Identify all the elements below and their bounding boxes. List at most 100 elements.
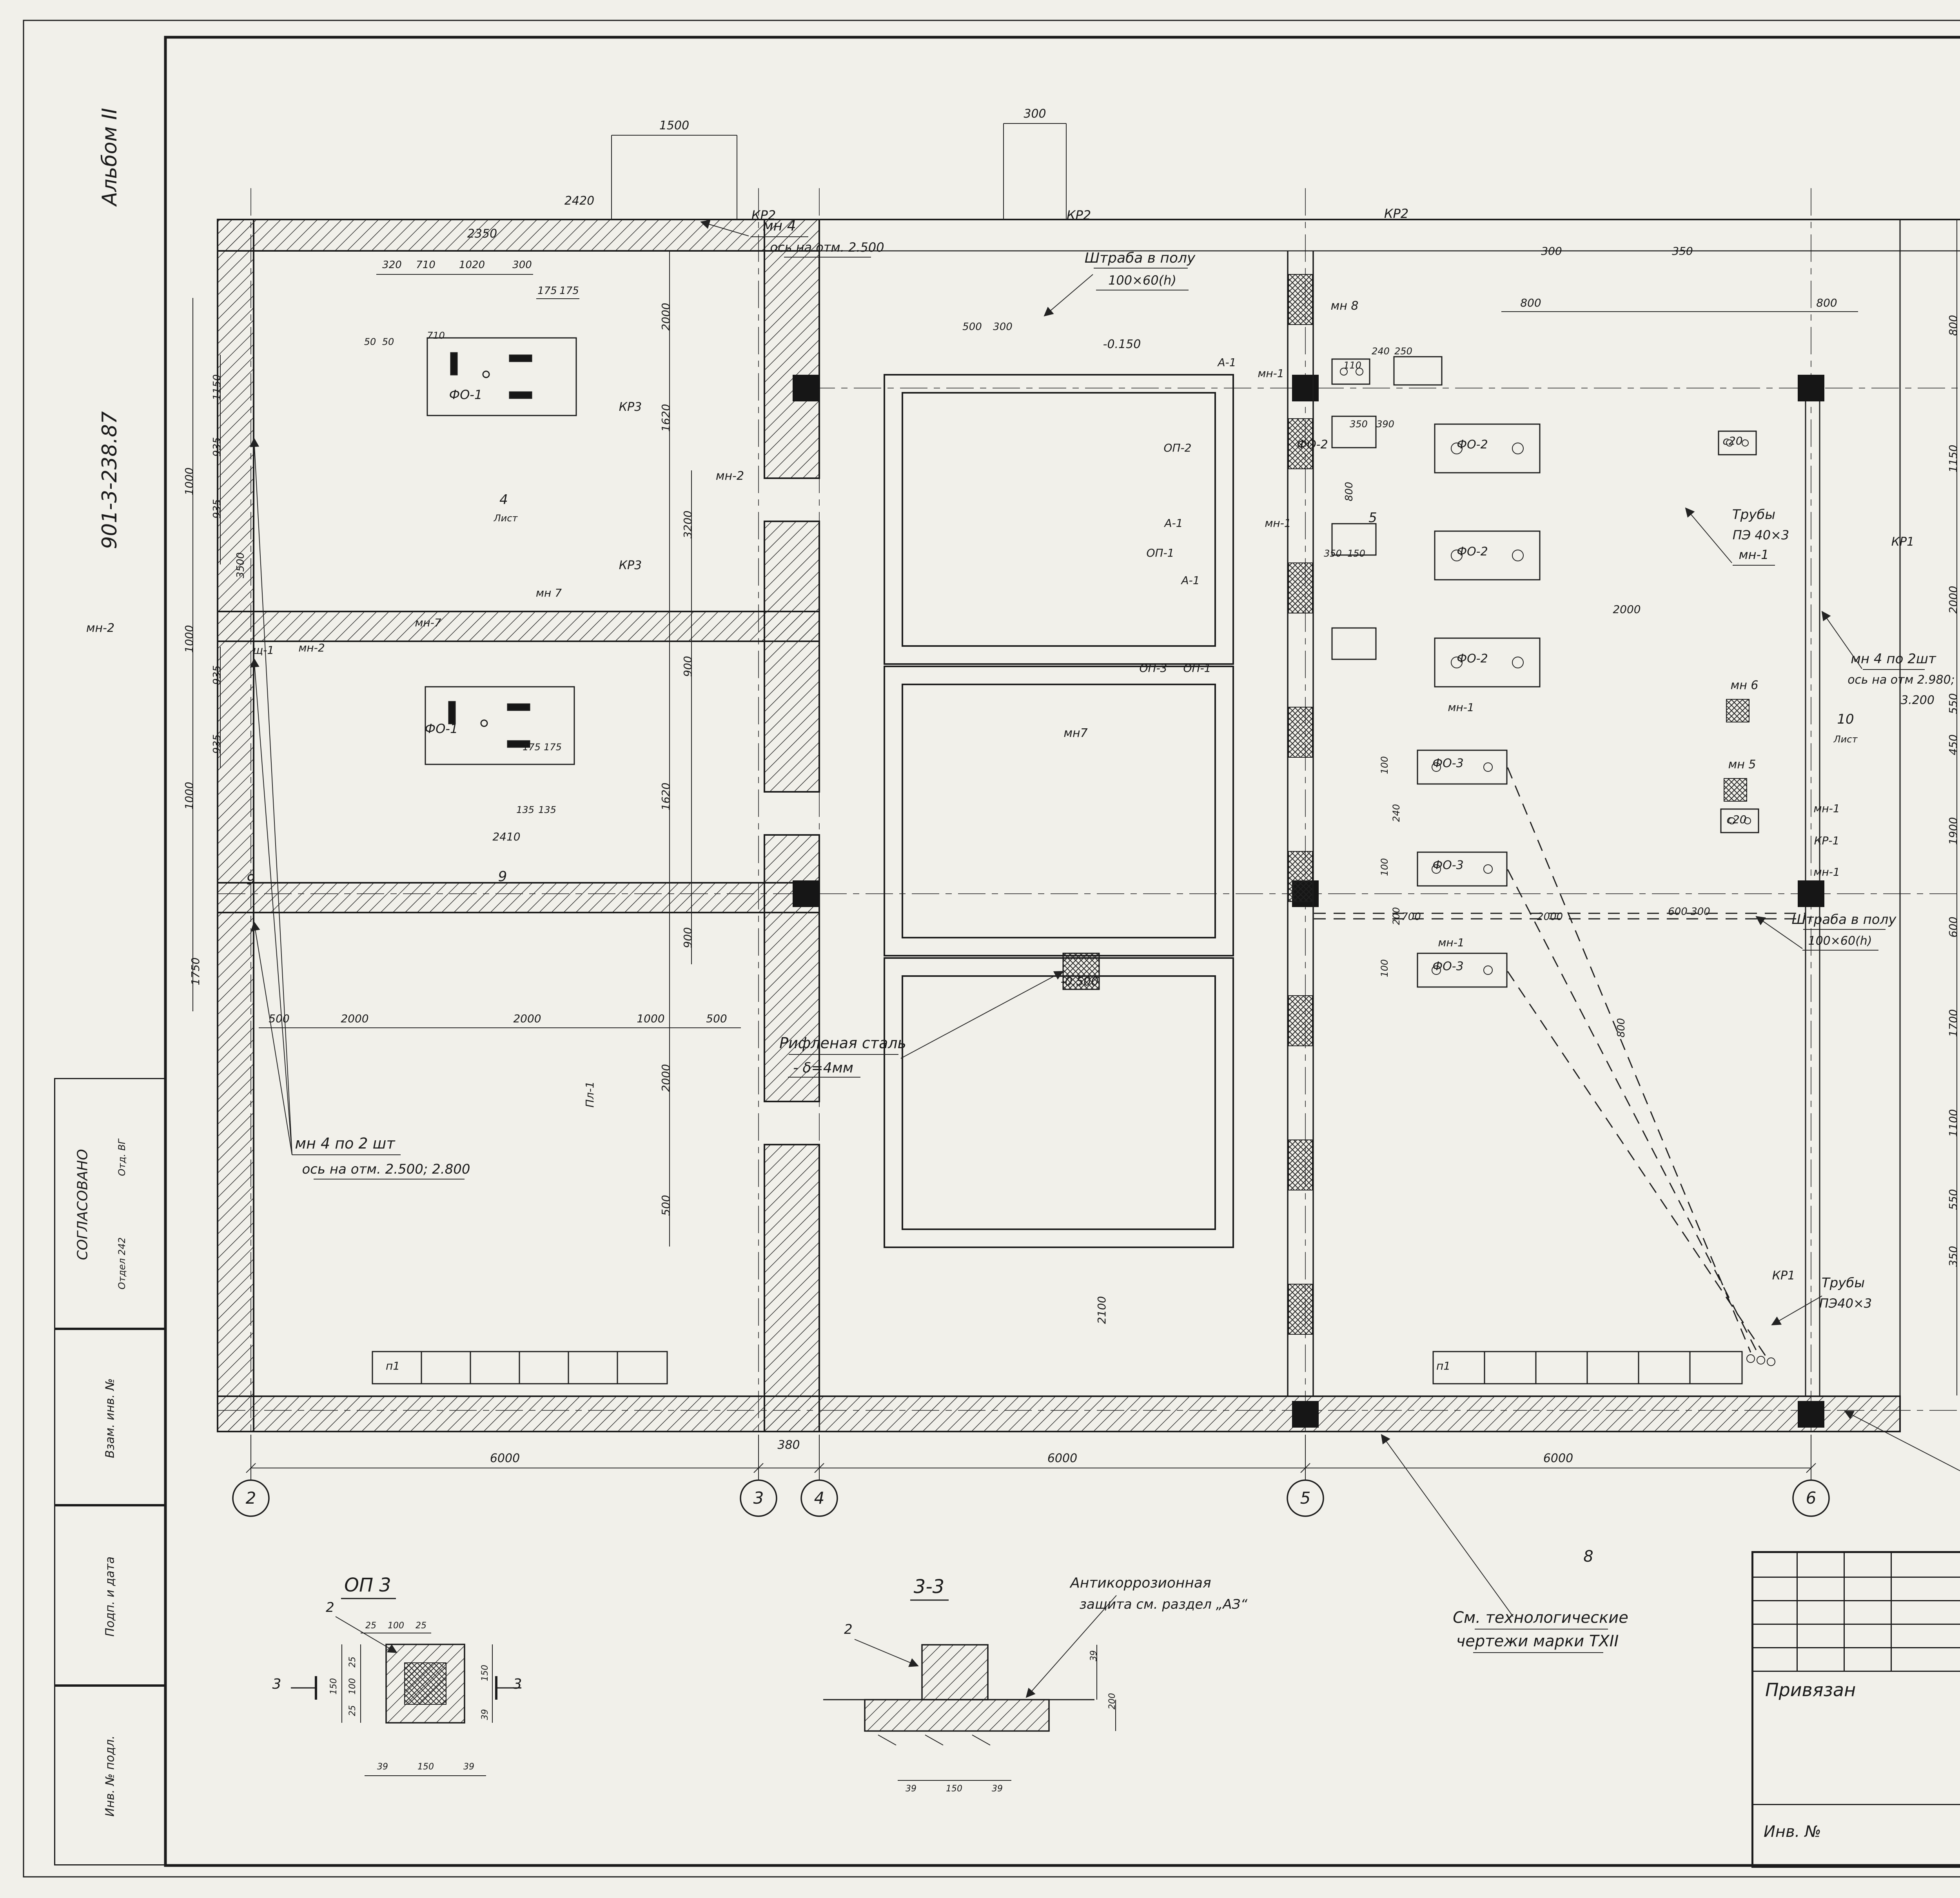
dim-label: 200 [1107,1693,1117,1709]
dim-label: 150 [329,1678,339,1695]
dim-label: 100 [1379,756,1390,774]
approved-box: СОГЛАСОВАНО Отд. ВГ Отдел 242 [54,1078,165,1329]
dim-label: 1150 [1947,445,1960,472]
dim-label: п1 [386,1359,400,1372]
dim-label: Лист [1833,734,1858,745]
dim-label: 2 [326,1600,334,1615]
annotation: ось на отм. 2.500 [770,240,884,255]
dim-label: мн 6 [1731,679,1759,692]
dim-label: мн-1 [1438,936,1464,949]
dim-label: 390 [1376,419,1394,430]
dim-label: 39 [480,1709,490,1720]
dim-label: 6000 [1543,1452,1573,1465]
dim-label: 39 [1089,1650,1099,1661]
dim-label: 320 [382,259,402,271]
dim-label: 1020 [459,259,485,271]
axis-grid [218,188,1960,1480]
section-flag: 4 [499,492,508,508]
dim-label: 135 [516,804,534,815]
dim-label: мн-2 [716,469,744,483]
dim-label: 300 [512,259,532,271]
dim-label: 350 [1672,245,1693,258]
fo1-assemblies [425,337,577,765]
dim-label: 300 [1024,107,1046,121]
annotation: защита см. раздел „АЗ“ [1080,1597,1248,1612]
dim-label: 935 [211,665,223,685]
dim-label: 800 [1615,1018,1627,1038]
dim-label: А-1 [1217,356,1236,369]
dim-label: мн 5 [1728,758,1756,771]
inventory-number-label: Инв. № [1764,1823,1821,1841]
dim-label: 600 [1947,916,1960,937]
detail-title: ОП 3 [344,1574,391,1596]
linked-label: Привязан [1765,1679,1856,1700]
dim-label: 2000 [513,1012,541,1025]
annotation: мн-1 [1739,547,1769,562]
dim-label: п1 [1436,1359,1450,1372]
approved-label: СОГЛАСОВАНО [74,1149,91,1260]
dim-label: мн-7 [415,616,441,629]
annotation: ось на отм 2.980; [1847,673,1955,687]
annotation: Трубы [1732,507,1775,523]
annotation: 3.200 [1901,693,1935,707]
dim-label: ОП-1 [1146,546,1174,559]
dim-label: 2000 [659,1064,672,1092]
dim-label: мн7 [1063,726,1087,740]
axis-bubble-5: 5 [1300,1488,1311,1508]
dim-label: 100 [388,1621,404,1631]
dim-label: 50 [364,336,376,347]
dim-label: 100 [1379,858,1390,876]
dim-label: 800 [1816,296,1837,309]
annotation: 100×60(h) [1808,934,1872,948]
dim-label: Лист [494,513,518,524]
dim-label: КР3 [619,559,642,572]
dim-label: 600 [1668,906,1688,918]
dim-label: 100 [348,1678,358,1695]
dim-label: 25 [348,1657,358,1668]
stamp-box-podp: Подп. и дата [54,1505,165,1686]
dim-label: 25 [416,1621,426,1631]
dim-label: 2000 [341,1012,368,1025]
dim-label: КР3 [619,400,642,414]
dim-label: 500 [659,1195,672,1216]
dim-label: 700 [1401,911,1421,923]
dim-label: 250 [1394,346,1412,357]
dim-label: мн-1 [1813,802,1840,815]
walls [217,219,1901,1432]
section-flag: 9 [247,872,256,888]
dim-label: щ-1 [253,644,274,657]
axis-bubble-4: 4 [814,1488,825,1508]
dim-label: 500 [269,1012,289,1025]
dim-label: 150 [946,1784,962,1794]
annotation: мн 4 по 2шт [1851,651,1936,667]
dim-label: ФО-2 [1457,652,1488,666]
axis-bubble-2: 2 [246,1488,256,1508]
dim-label: 1900 [1947,817,1960,845]
stamp-box-inv: Инв. № подл. [54,1686,165,1865]
dim-label: 2000 [1537,911,1563,923]
dim-label: 150 [417,1762,434,1772]
dim-label: 175 [537,285,557,297]
dim-label: 500 [706,1012,727,1025]
dim-label: 800 [1947,315,1960,336]
title-block: Привязан Инв. № Провер. Стронгин Инж. Ба… [1751,1551,1960,1868]
axis-bubble-6: 6 [1806,1488,1817,1508]
hall-outline [819,219,1960,1432]
dim-label: 39 [377,1762,388,1772]
annotation: Штраба в полу [1085,250,1196,266]
dim-label: ФО-2 [1457,438,1488,452]
dim-label: 1500 [659,119,689,132]
label-fo1: ФО-1 [449,387,483,402]
pipes-dashed [1314,767,1806,1357]
annotation: чертежи марки ТХII [1456,1632,1619,1650]
dim-label: ОП-2 [1163,441,1191,454]
dim-label: 39 [992,1784,1003,1794]
approved-row: Отдел 242 [116,1237,127,1290]
dim-label: мн-2 [298,641,325,654]
dim-label: 2 [844,1622,853,1637]
dim-label: мн-1 [1448,701,1474,714]
annotation: ПЭ40×3 [1819,1296,1872,1311]
dim-label: 1000 [183,625,196,653]
label-fo1: ФО-1 [425,721,458,736]
